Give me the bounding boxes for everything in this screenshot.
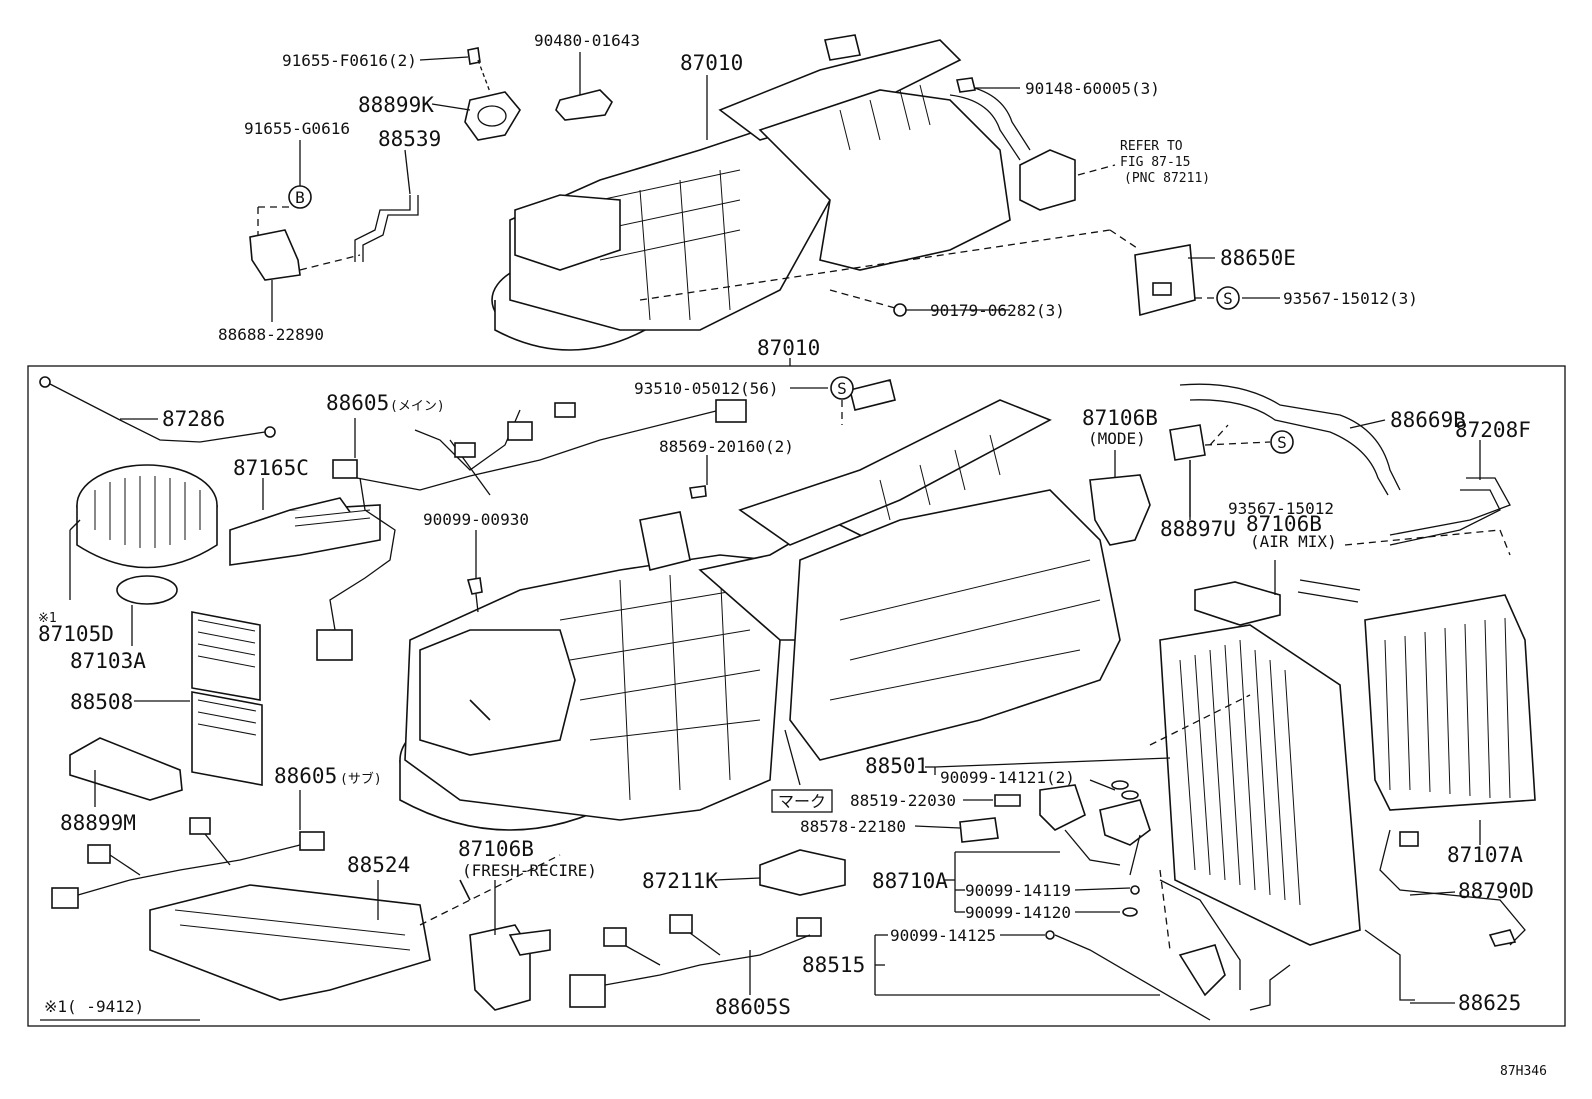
label-87106b-fresh: 87106B [458,837,534,861]
label-87010-top: 87010 [680,51,743,75]
label-88605-main-jp: (メイン) [390,399,445,414]
label-87165c: 87165C [233,456,309,480]
s-mark-right: S [1277,433,1287,452]
right-side-parts [469,383,1536,1021]
label-90099-14125: 90099-14125 [890,926,996,945]
label-87286: 87286 [162,407,225,431]
left-side-parts [39,376,747,1001]
label-90099-14119: 90099-14119 [965,881,1071,900]
label-88710a: 88710A [872,869,948,893]
label-90480-01643: 90480-01643 [534,31,640,50]
label-refer-pnc: (PNC 87211) [1124,171,1210,186]
top-left-small-parts [249,47,976,317]
label-88688-22890: 88688-22890 [218,325,324,344]
label-88605-sub-jp: (サブ) [340,771,382,787]
label-refer-fig: FIG 87-15 [1120,155,1190,170]
label-87208f: 87208F [1455,418,1531,442]
exploded-view-frame [27,365,1566,1027]
label-88519-22030: 88519-22030 [850,791,956,810]
label-88669b: 88669B [1390,408,1466,432]
main-labels: 87286 88605 (メイン) 93510-05012(56) 88569-… [38,379,1547,1079]
label-88578-22180: 88578-22180 [800,817,906,836]
label-88515: 88515 [802,953,865,977]
label-93567-15012-3: 93567-15012(3) [1283,289,1418,308]
figure-code: 87H346 [1500,1064,1547,1079]
label-mark-jp: マーク [778,792,826,811]
label-88650e: 88650E [1220,246,1296,270]
label-mode: (MODE) [1088,429,1146,448]
s-mark-main: S [837,379,847,398]
label-fresh-recire: (FRESH-RECIRE) [462,861,597,880]
label-90148-60005: 90148-60005(3) [1025,79,1160,98]
label-88899m: 88899M [60,811,136,835]
label-90099-00930: 90099-00930 [423,510,529,529]
s-mark-top: S [1223,289,1233,308]
label-88605s: 88605S [715,995,791,1019]
label-87106b-mode: 87106B [1082,406,1158,430]
label-87103a: 87103A [70,649,146,673]
mark-box [771,789,833,813]
label-87107a: 87107A [1447,843,1523,867]
label-88501: 88501 [865,754,928,778]
label-88897u: 88897U [1160,517,1236,541]
label-91655-g0616: 91655-G0616 [244,119,350,138]
label-87105d: 87105D [38,622,114,646]
label-87106b-airmix: 87106B [1246,512,1322,536]
label-star1: ※1 [38,611,57,626]
top-labels: 91655-F0616(2) 90480-01643 87010 90148-6… [218,31,1418,344]
screws [466,485,707,613]
footnote: ※1( -9412) [44,997,144,1016]
label-87211k: 87211K [642,869,718,893]
label-90099-14120: 90099-14120 [965,903,1071,922]
label-88605-main: 88605 [326,391,389,415]
label-88524: 88524 [347,853,410,877]
label-88605-sub: 88605 [274,764,337,788]
main-circle-marks: S S [830,376,1294,454]
o-ring-marks [1045,780,1140,940]
label-air-mix: (AIR MIX) [1250,532,1337,551]
main-heater-case-drawing [399,379,1121,901]
main-leader-lines [69,387,1511,1004]
label-90179-06282: 90179-06282(3) [930,301,1065,320]
label-93567-15012: 93567-15012 [1228,499,1334,518]
label-93510-05012: 93510-05012(56) [634,379,779,398]
b-mark: B [295,188,305,207]
label-90099-14121: 90099-14121(2) [940,768,1075,787]
label-87010-main: 87010 [757,336,820,360]
label-88625: 88625 [1458,991,1521,1015]
label-refer-to: REFER TO [1120,139,1183,154]
label-88539: 88539 [378,127,441,151]
label-91655-f0616: 91655-F0616(2) [282,51,417,70]
label-88569-20160: 88569-20160(2) [659,437,794,456]
top-heater-unit-drawing [491,34,1196,351]
top-circle-marks: B S [288,185,1240,310]
label-88508: 88508 [70,690,133,714]
label-88790d: 88790D [1458,879,1534,903]
top-leader-lines [257,52,1280,322]
label-88899k: 88899K [358,93,434,117]
